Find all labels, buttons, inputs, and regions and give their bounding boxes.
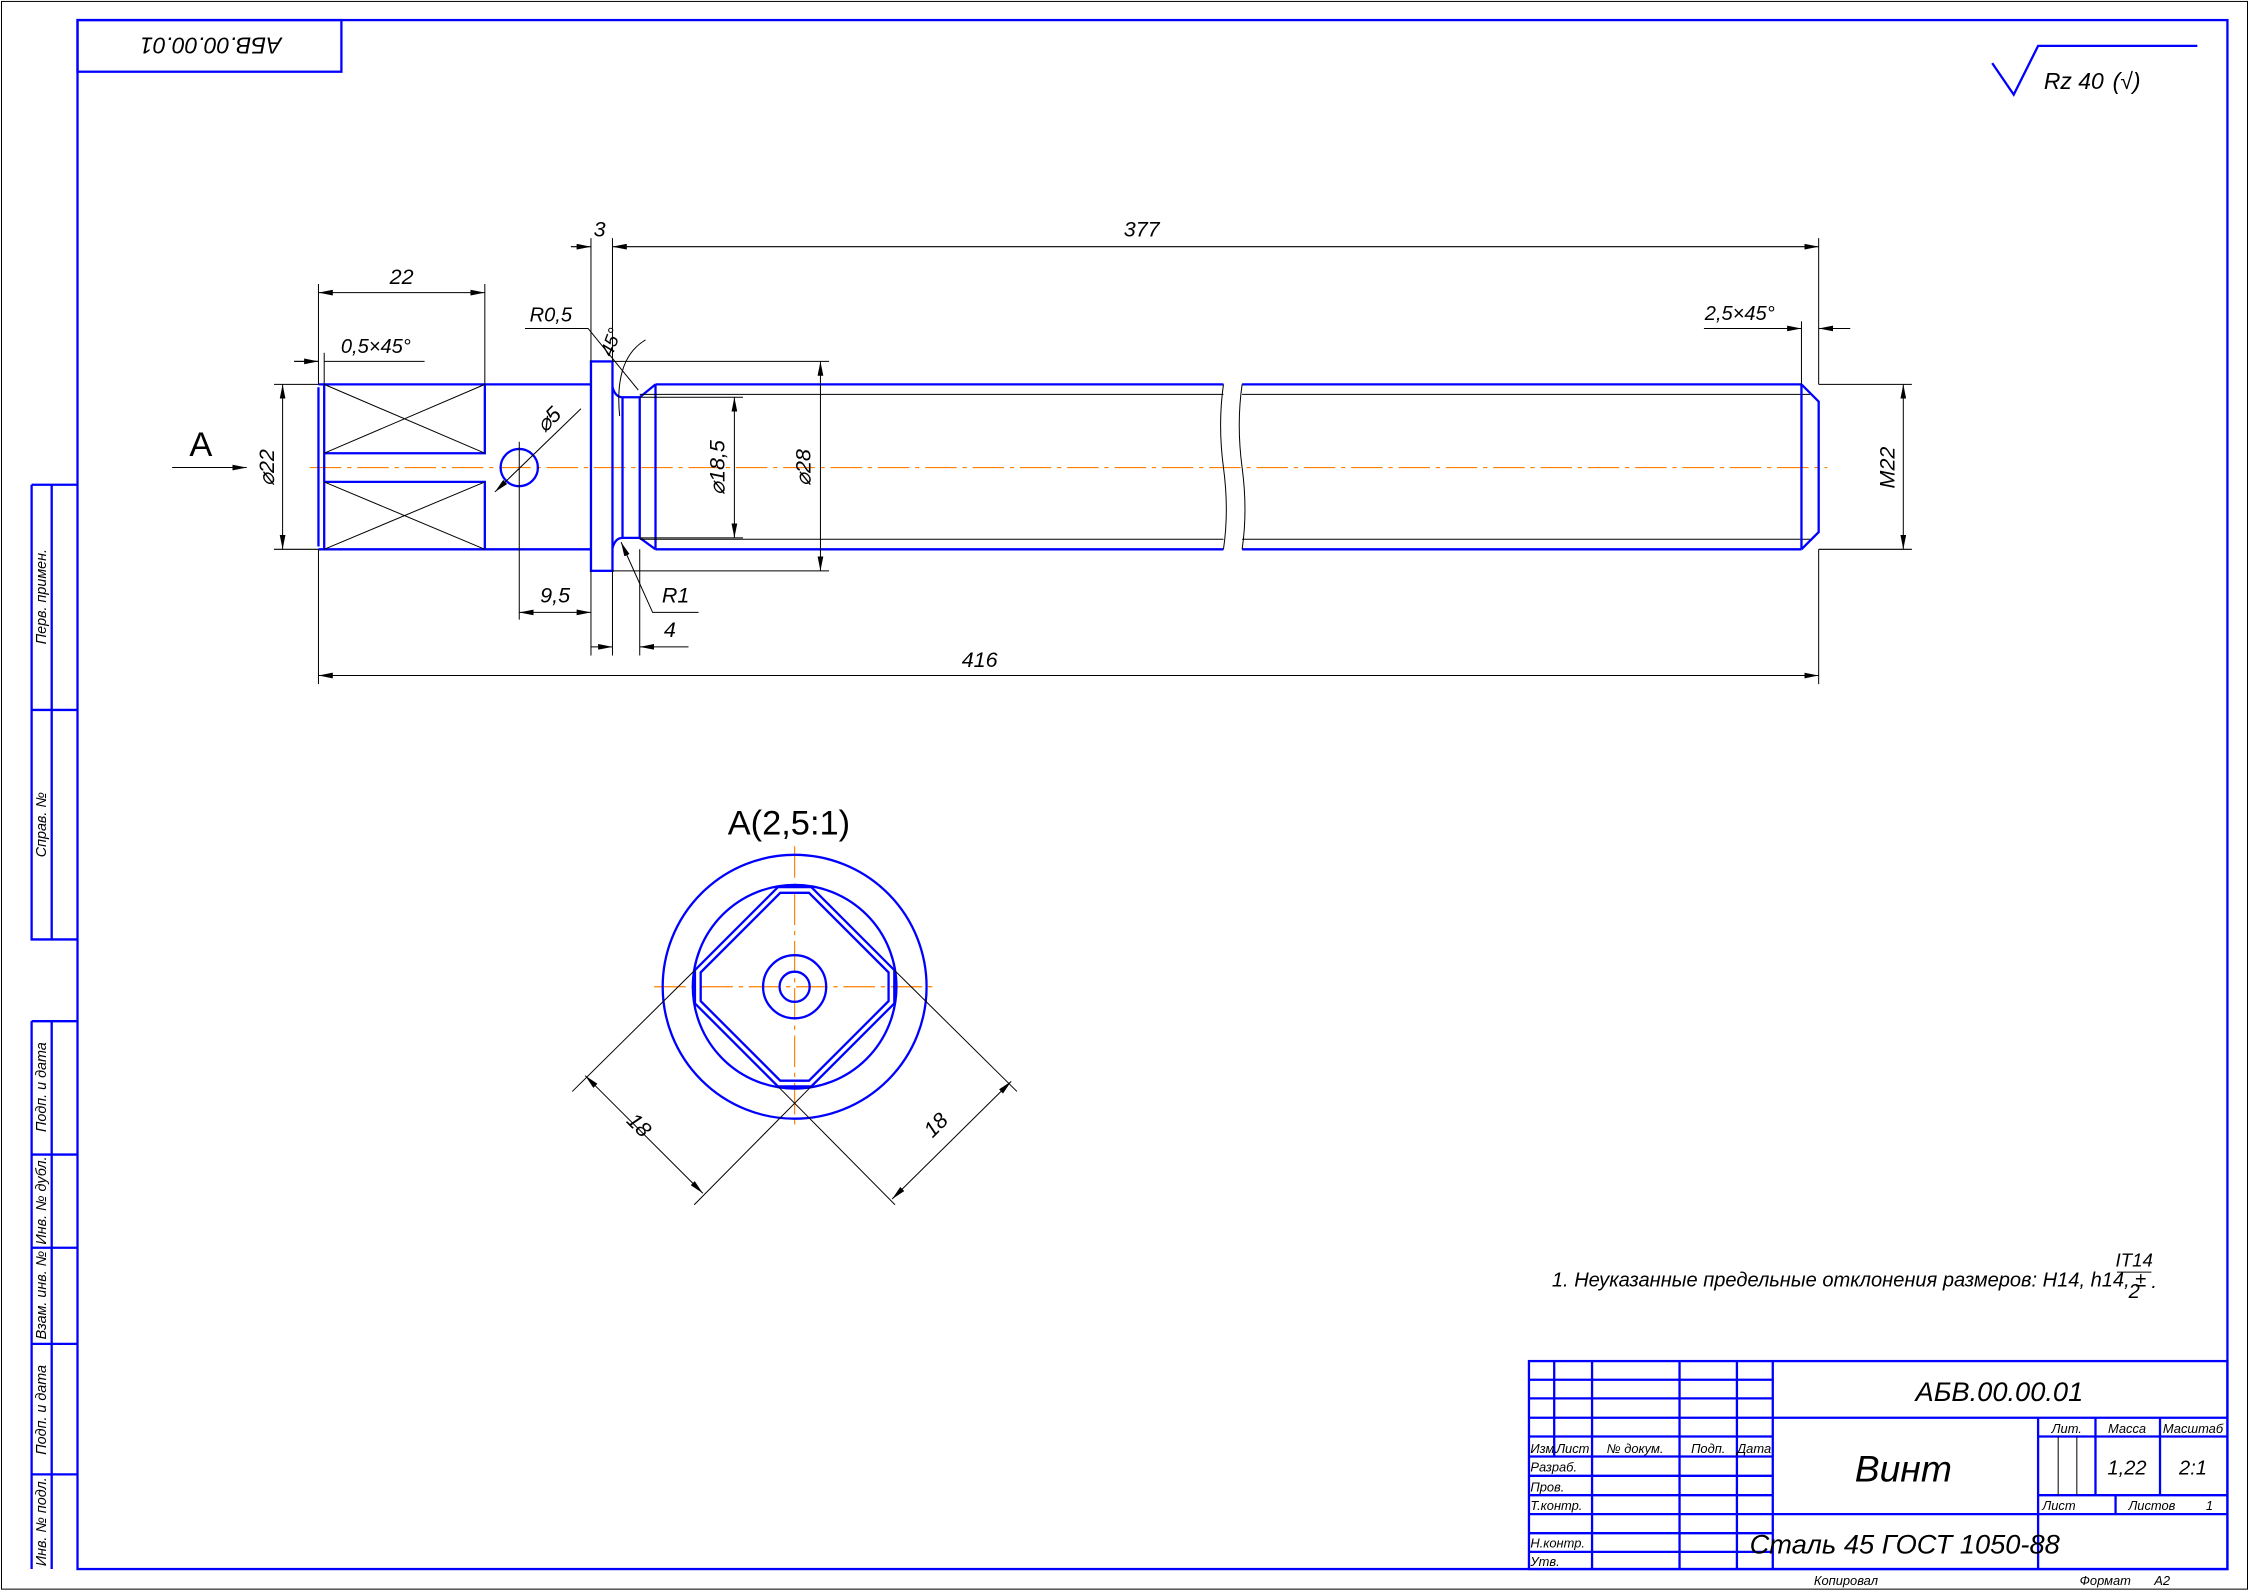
- format-value: A2: [2153, 1573, 2170, 1588]
- wrench-flats: [324, 384, 486, 550]
- dim-9-5: 9,5: [540, 583, 571, 607]
- note-end: .: [2151, 1271, 2157, 1293]
- mass-label: Масса: [2108, 1421, 2146, 1436]
- mass-value: 1,22: [2107, 1457, 2146, 1479]
- dim-22: 22: [389, 265, 414, 289]
- technical-note: 1. Неуказанные предельные отклонения раз…: [1552, 1249, 2157, 1303]
- copied-label: Копировал: [1814, 1573, 1878, 1588]
- dim-r1: R1: [662, 583, 689, 607]
- side-label-inv-dubl: Инв. № дубл.: [34, 1156, 50, 1244]
- thread-root-lines: [639, 393, 1811, 540]
- side-label-inv-podl: Инв. № подл.: [34, 1477, 50, 1566]
- hdr-list: Лист: [1555, 1441, 1589, 1456]
- main-view: A 22 0,5×45° 3 377 R0,5 45° 2,5×45° ⌀22 …: [172, 218, 1912, 685]
- dim-dia22: ⌀22: [255, 449, 279, 486]
- role-prov: Пров.: [1530, 1480, 1564, 1495]
- dim-416: 416: [962, 648, 998, 672]
- side-label-sprav: Справ. №: [34, 792, 50, 857]
- role-utv: Утв.: [1529, 1554, 1559, 1569]
- title-block: АБВ.00.00.01 Винт Сталь 45 ГОСТ 1050-88 …: [1527, 1359, 2229, 1571]
- break-lines: [1220, 384, 1246, 550]
- square-flats-outline: [693, 885, 896, 1088]
- hole-inner: [778, 970, 811, 1003]
- outer-circle: [661, 853, 928, 1120]
- roughness-label: Rz 40: [2044, 68, 2104, 94]
- note-frac-den: 2: [2128, 1281, 2140, 1303]
- role-razrab: Разраб.: [1530, 1460, 1577, 1475]
- note-text: 1. Неуказанные предельные отклонения раз…: [1552, 1270, 2146, 1292]
- dim-18-right: 18: [919, 1108, 953, 1142]
- threaded-body: [654, 383, 1802, 551]
- flat-cross-marks: [323, 383, 486, 550]
- view-a-title: A(2,5:1): [728, 805, 850, 843]
- side-strip: Перв. примен. Справ. № Подп. и дата Инв.…: [30, 483, 78, 1570]
- thread-circle: [691, 883, 898, 1090]
- roughness-paren: (√): [2113, 68, 2141, 94]
- dim-dia185: ⌀18,5: [705, 439, 729, 495]
- dim-dia5: ⌀5: [531, 402, 566, 437]
- hole-outer: [761, 954, 828, 1020]
- view-a-mark: A: [189, 426, 212, 464]
- shank-contour: [317, 383, 591, 551]
- hdr-doc: № докум.: [1607, 1441, 1664, 1456]
- material: Сталь 45 ГОСТ 1050-88: [1750, 1528, 2060, 1559]
- dim-chamfer-left: 0,5×45°: [341, 336, 411, 358]
- dim-45deg: 45°: [596, 325, 625, 359]
- dim-18-left: 18: [622, 1108, 656, 1142]
- dim-377: 377: [1124, 218, 1161, 242]
- hdr-date: Дата: [1735, 1441, 1771, 1456]
- sheets-count: 1: [2206, 1498, 2213, 1513]
- undercut: [611, 383, 657, 551]
- dim-r05: R0,5: [530, 304, 573, 326]
- part-name: Винт: [1855, 1448, 1952, 1490]
- designation: АБВ.00.00.01: [1914, 1376, 2084, 1407]
- thread-end-chamfer: [1800, 383, 1820, 551]
- view-a: A(2,5:1) 18 18: [571, 805, 1018, 1206]
- collar: [589, 360, 614, 572]
- note-frac-num: IT14: [2116, 1249, 2153, 1270]
- inner-frame: [76, 18, 2229, 1571]
- side-label-vzam-inv: Взам. инв. №: [34, 1251, 50, 1340]
- top-stamp: АБВ.00.00.01: [76, 18, 343, 73]
- dim-chamfer-right: 2,5×45°: [1704, 303, 1775, 325]
- sheet-label: Лист: [2041, 1498, 2075, 1513]
- role-tkontr: Т.контр.: [1530, 1498, 1582, 1513]
- scale-value: 2:1: [2178, 1457, 2207, 1479]
- role-nkontr: Н.контр.: [1530, 1536, 1585, 1551]
- sheets-label: Листов: [2127, 1498, 2175, 1513]
- side-label-perv-primen: Перв. примен.: [34, 549, 50, 644]
- lit-label: Лит.: [2051, 1421, 2082, 1436]
- top-stamp-text: АБВ.00.00.01: [140, 32, 283, 58]
- hdr-sign: Подп.: [1691, 1441, 1725, 1456]
- dim-3: 3: [594, 218, 606, 242]
- side-label-podp-data-1: Подп. и дата: [34, 1042, 50, 1132]
- dim-dia28: ⌀28: [791, 449, 815, 486]
- format-label: Формат: [2080, 1573, 2131, 1588]
- side-label-podp-data-2: Подп. и дата: [34, 1365, 50, 1455]
- roughness-mark: Rz 40 (√): [1991, 44, 2198, 97]
- dim-4: 4: [664, 618, 676, 642]
- scale-label: Масштаб: [2163, 1421, 2224, 1436]
- hdr-izm: Изм.: [1530, 1441, 1557, 1456]
- dim-m22: M22: [1876, 447, 1900, 489]
